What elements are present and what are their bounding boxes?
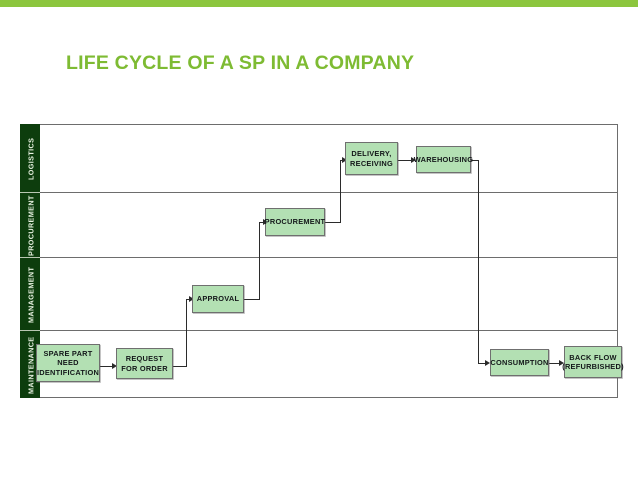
edge-consumption-to-backflow: [548, 363, 561, 364]
lane-header-divider-2: [20, 257, 40, 258]
lane-label-management: MANAGEMENT: [26, 266, 36, 323]
edge-request-to-approval-v: [186, 299, 187, 367]
edge-request-to-approval-arrow: [189, 296, 194, 302]
node-back-flow-refurbished[interactable]: BACK FLOW (REFURBISHED): [562, 346, 624, 378]
lane-divider-3: [40, 330, 618, 331]
lane-divider-2: [40, 257, 618, 258]
node-request-for-order[interactable]: REQUEST FOR ORDER: [116, 348, 173, 379]
lane-label-procurement: PROCUREMENT: [26, 195, 36, 256]
node-warehousing[interactable]: WAREHOUSING: [414, 146, 473, 173]
lane-label-logistics: LOGISTICS: [26, 137, 36, 181]
edge-warehousing-to-consumption-arrow: [485, 360, 490, 366]
edge-spare-to-request: [100, 366, 113, 367]
edge-spare-to-request-arrow: [112, 363, 117, 369]
edge-approval-to-procurement-h1: [243, 299, 260, 300]
edge-consumption-to-backflow-arrow: [559, 360, 564, 366]
node-spare-part-need-identification[interactable]: SPARE PART NEED IDENTIFICATION: [36, 344, 100, 382]
edge-delivery-to-warehousing-arrow: [411, 157, 416, 163]
edge-procurement-to-delivery-v: [340, 160, 341, 223]
edge-approval-to-procurement-v: [259, 222, 260, 300]
edge-request-to-approval-h1: [172, 366, 187, 367]
top-accent-bar: [0, 0, 638, 7]
edge-procurement-to-delivery-h1: [324, 222, 341, 223]
lane-header-divider-1: [20, 192, 40, 193]
lane-header-divider-3: [20, 330, 40, 331]
edge-delivery-to-warehousing: [397, 160, 413, 161]
node-delivery-receiving[interactable]: DELIVERY, RECEIVING: [345, 142, 398, 175]
edge-approval-to-procurement-h2: [259, 222, 266, 223]
edge-warehousing-to-consumption-h2: [478, 363, 487, 364]
page-title: LIFE CYCLE OF A SP IN A COMPANY: [66, 52, 415, 74]
lane-divider-1: [40, 192, 618, 193]
edge-warehousing-to-consumption-v: [478, 160, 479, 363]
node-procurement[interactable]: PROCUREMENT: [265, 208, 325, 236]
node-approval[interactable]: APPROVAL: [192, 285, 244, 313]
edge-procurement-to-delivery-arrow: [342, 157, 347, 163]
node-consumption[interactable]: CONSUMPTION: [490, 349, 549, 376]
edge-warehousing-to-consumption-h1: [470, 160, 479, 161]
